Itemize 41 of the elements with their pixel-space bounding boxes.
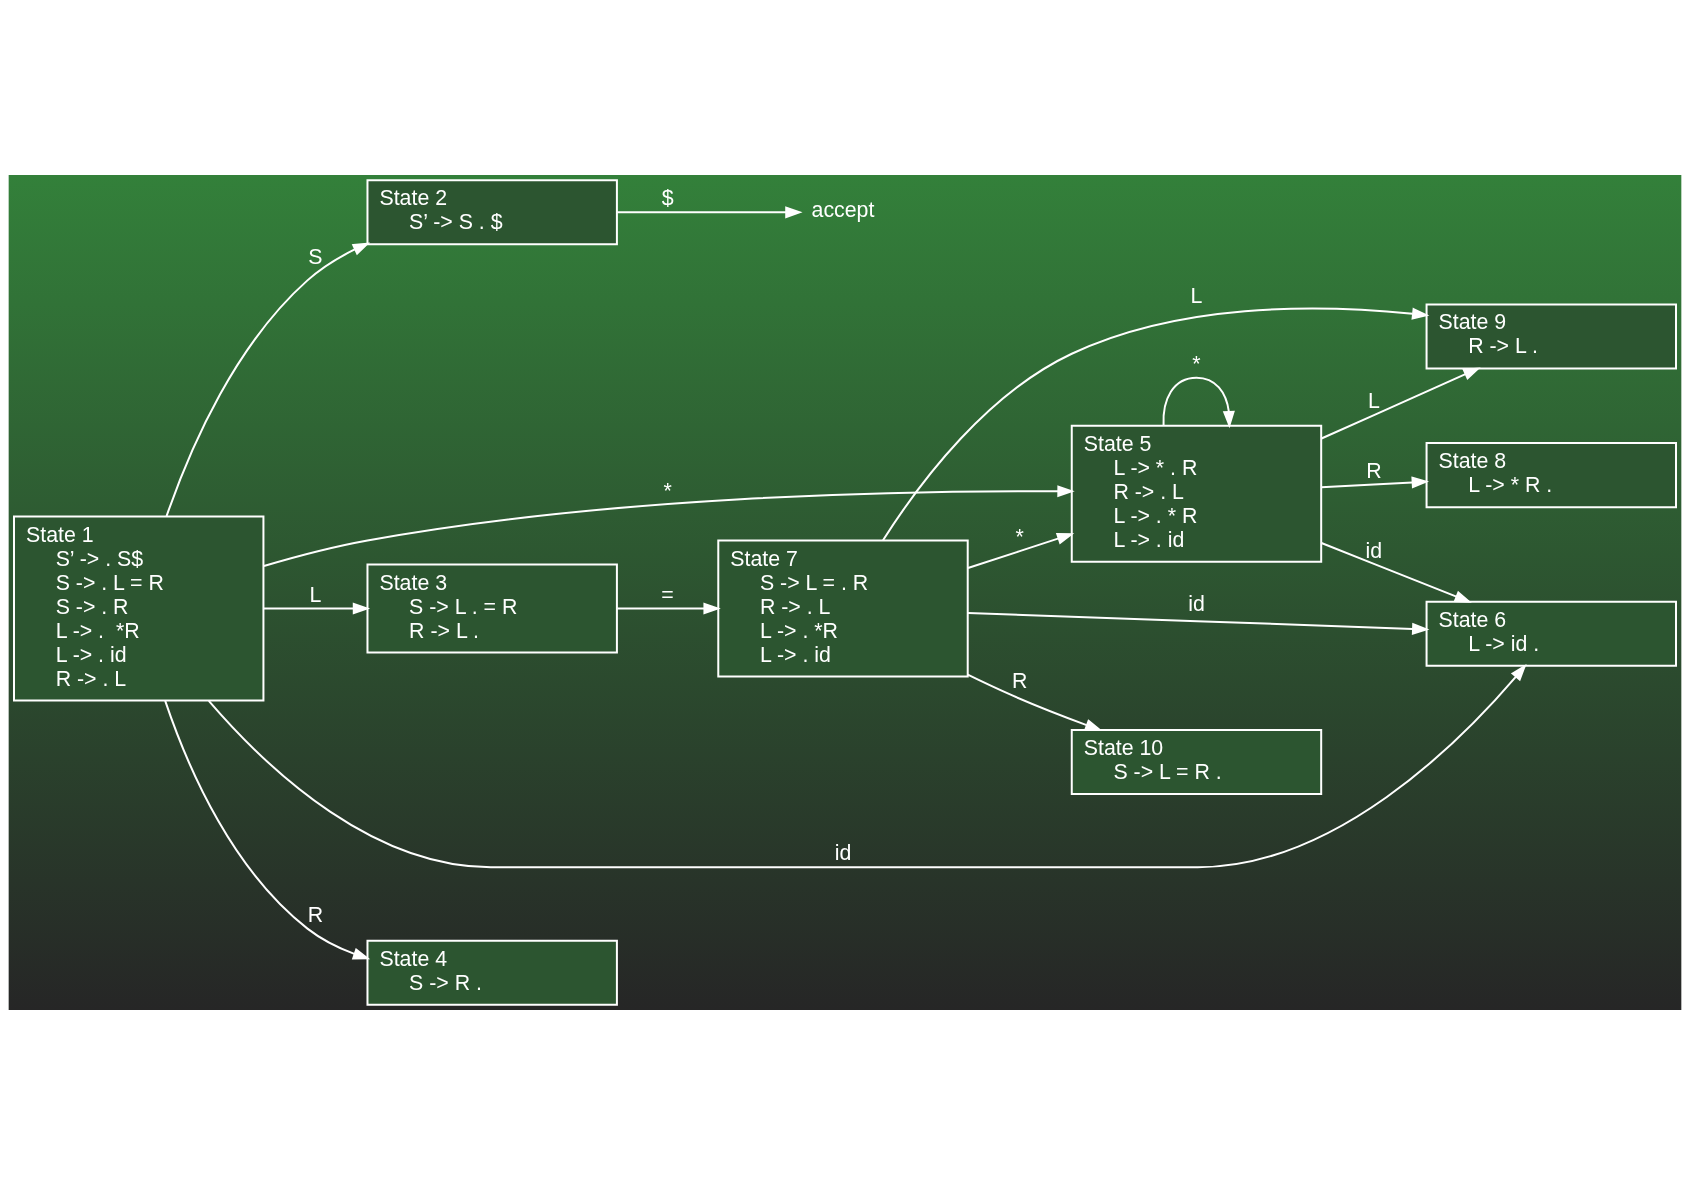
edge-label: S <box>308 244 323 269</box>
node-box: State 1 S’ -> . S$ S -> . L = R S -> . R L -> . *R L -> . id R -> . L <box>13 514 265 702</box>
edge-label: L <box>309 582 322 607</box>
arrow <box>1320 541 1472 603</box>
node-box: State 5 L -> * . R R -> . L L -> . * R L -> . id <box>1070 424 1323 563</box>
arrow <box>262 601 371 615</box>
edge-label: * <box>1015 524 1024 549</box>
node-box: State 2 S’ -> S . $ <box>366 178 618 245</box>
node-box: State 7 S -> L = . R R -> . L L -> . *R L -> . id <box>717 539 969 678</box>
node-box: State 10 S -> L = R . <box>1070 728 1323 795</box>
edge-label: R <box>307 902 324 927</box>
arrow <box>1320 475 1429 489</box>
edge-label: R <box>1366 458 1382 483</box>
edge-label: id <box>1188 591 1205 616</box>
edge-label: $ <box>661 185 674 210</box>
node-text: accept <box>811 197 875 222</box>
arrow <box>966 673 1103 731</box>
arrow <box>207 663 1527 868</box>
arrow <box>1162 376 1235 428</box>
edge-label: id <box>834 840 852 865</box>
edge-label: = <box>661 582 674 607</box>
edge-label: L <box>1367 388 1380 413</box>
arrow <box>164 699 371 959</box>
arrow <box>967 532 1075 569</box>
arrow <box>967 611 1430 635</box>
arrow <box>616 205 803 218</box>
node-box: State 6 L -> id . <box>1425 600 1677 667</box>
edge-label: * <box>663 478 672 503</box>
arrow <box>262 484 1075 567</box>
node-box: State 9 R -> L . <box>1425 302 1677 369</box>
edge-label: id <box>1365 538 1383 563</box>
node-box: State 8 L -> * R . <box>1425 441 1677 508</box>
edge-label: R <box>1012 668 1028 693</box>
arrow <box>165 241 371 517</box>
node-box: State 4 S -> R . <box>366 939 618 1006</box>
edge-label: * <box>1192 351 1201 376</box>
edge-label: L <box>1190 283 1203 308</box>
arrow <box>1320 366 1481 439</box>
arrow <box>616 601 721 615</box>
node-box: State 3 S -> L . = R R -> L . <box>366 563 618 653</box>
arrow <box>882 307 1430 541</box>
